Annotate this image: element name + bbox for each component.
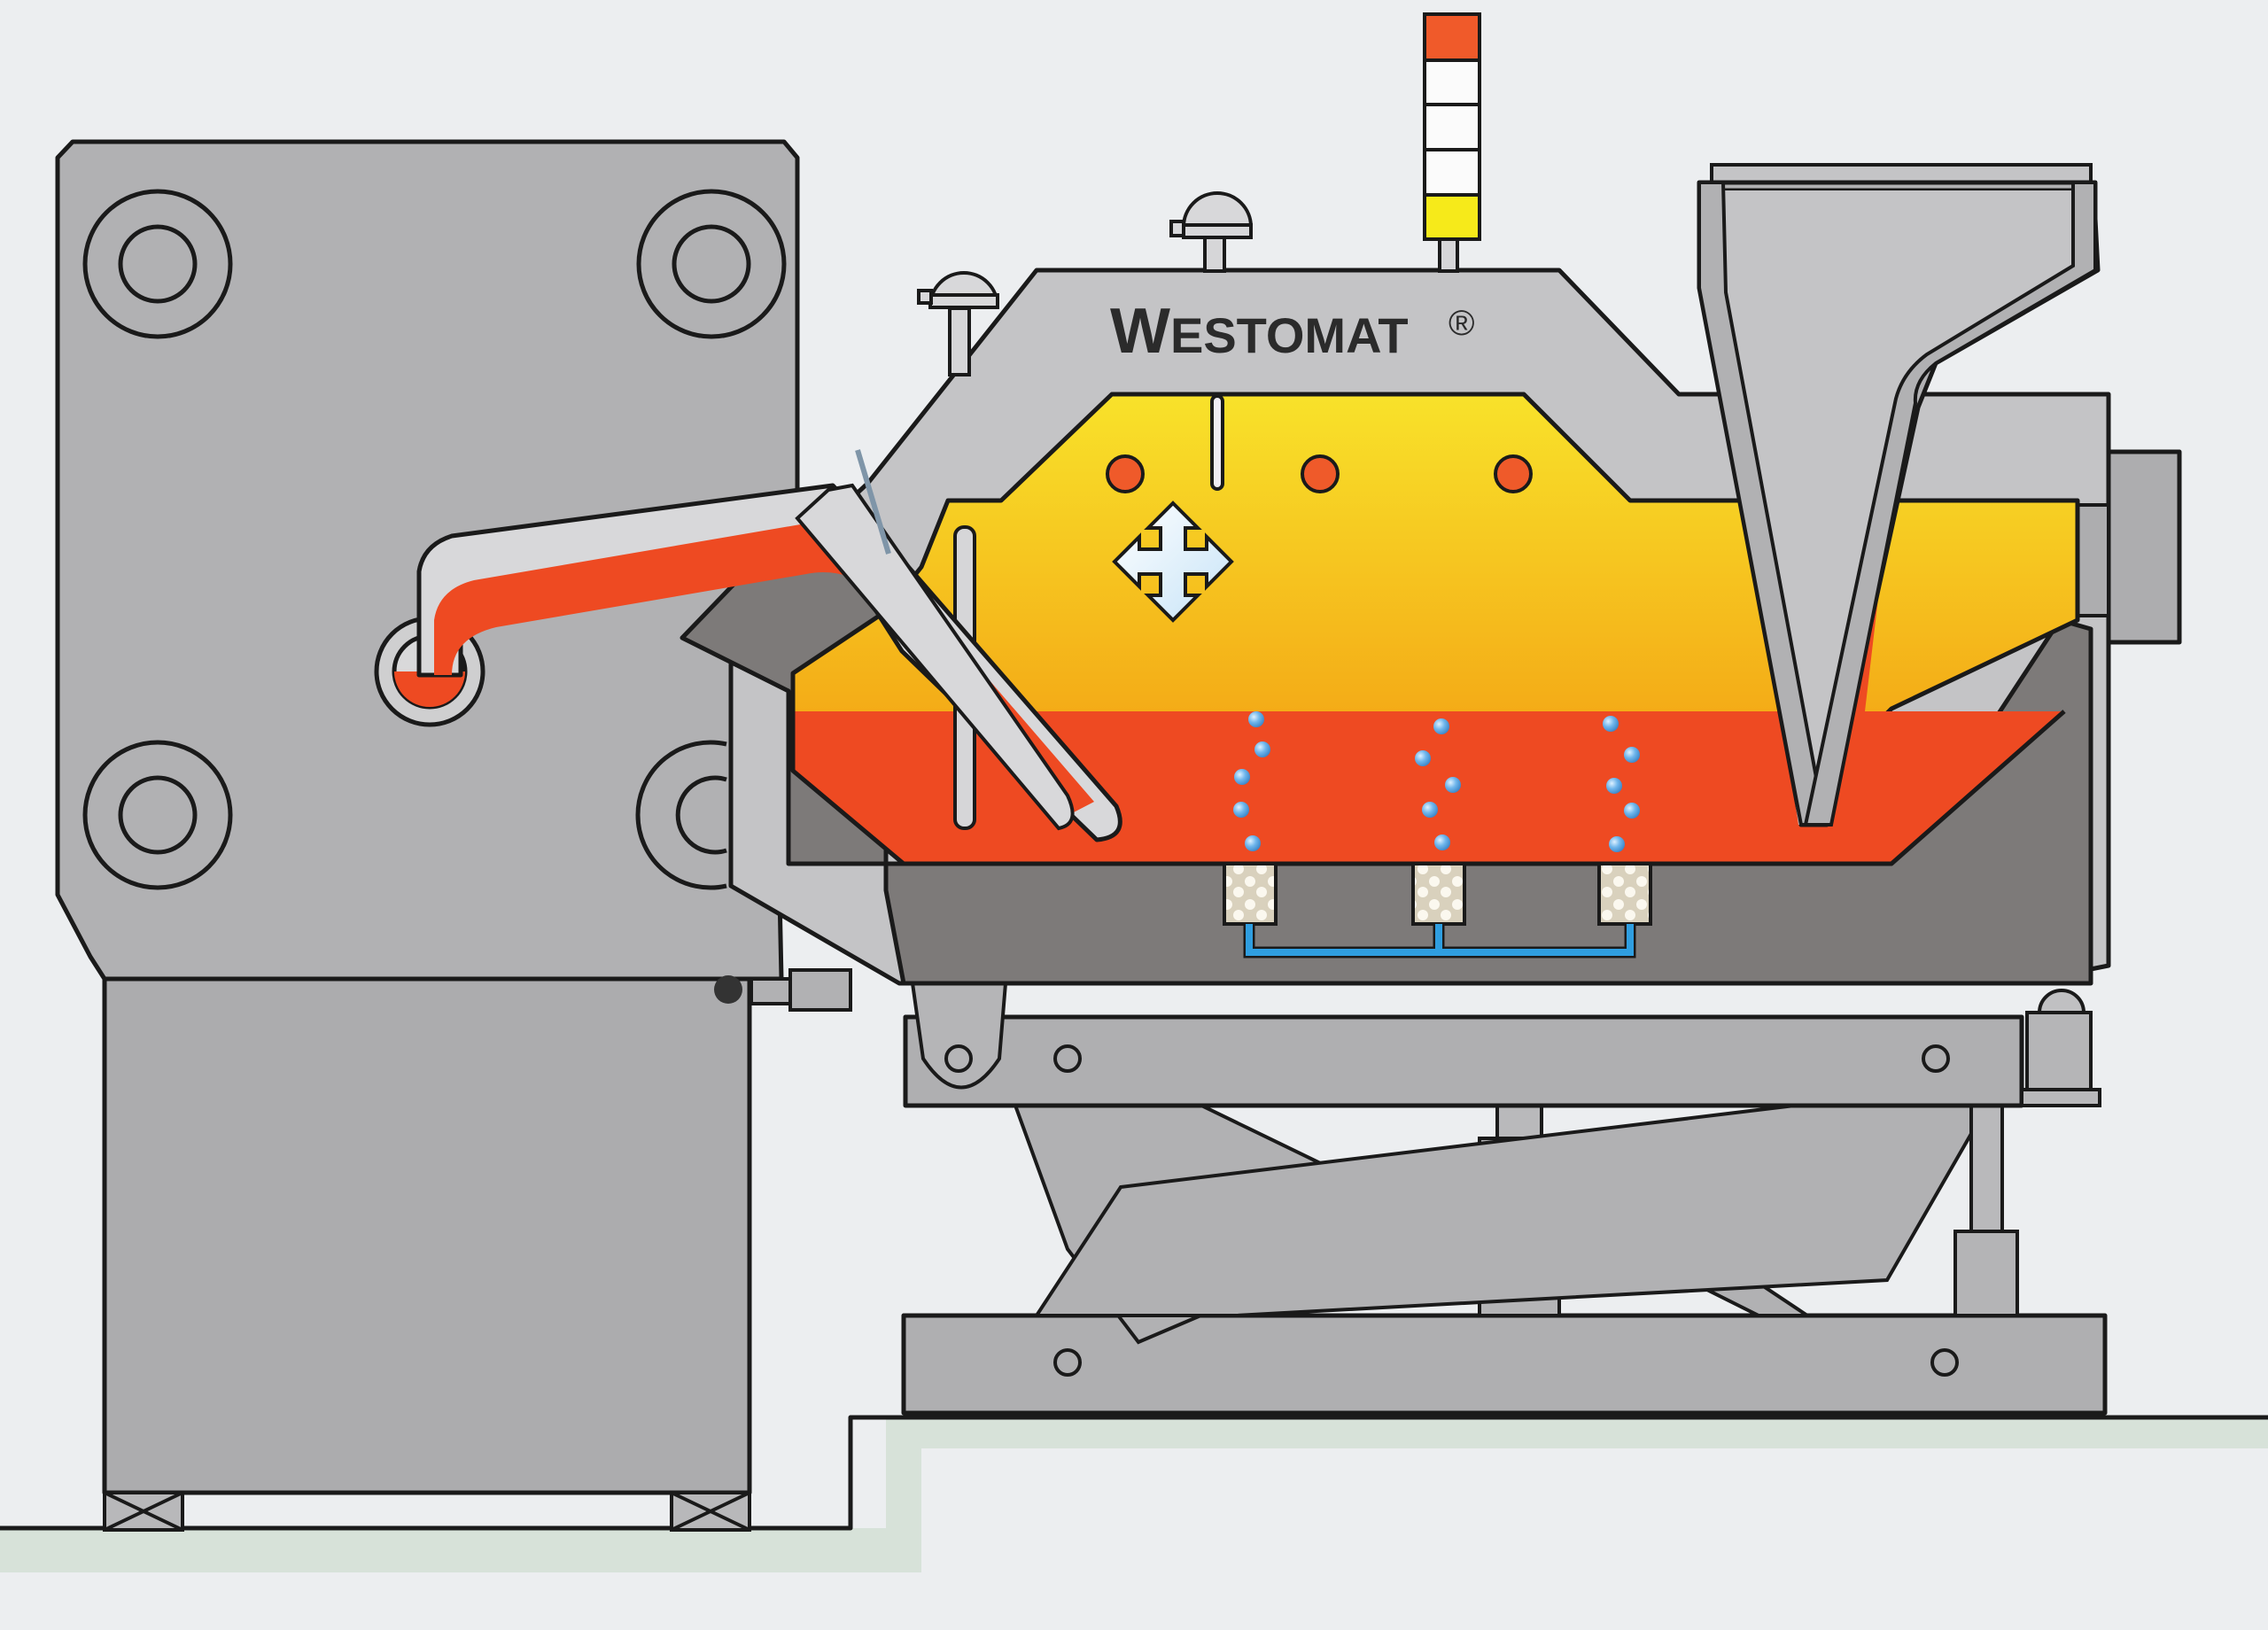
furnace-end-cap <box>2106 449 2182 645</box>
hopper-lid <box>1710 163 2093 184</box>
right-support-post <box>2020 989 2101 1107</box>
bubble <box>1445 777 1461 793</box>
dosing-launder <box>416 449 1122 842</box>
floor-step-fill <box>0 1417 2268 1572</box>
heater-port-1 <box>1106 454 1145 493</box>
signal-light-white-3 <box>1423 148 1481 197</box>
signal-light-yellow <box>1423 193 1481 241</box>
bubble <box>1245 835 1261 851</box>
feed-hopper <box>1697 163 2101 827</box>
heater-port-3 <box>1494 454 1533 493</box>
move-arrows-icon <box>1112 501 1234 623</box>
bolt-top-right <box>636 189 787 339</box>
launder-molten-flow <box>434 522 1094 813</box>
registered-mark: ® <box>1449 304 1474 343</box>
casting-machine <box>55 139 800 1532</box>
scissor-lift <box>901 982 2108 1416</box>
level-sensor-rod <box>1210 394 1224 491</box>
brand-name: ESTOMAT <box>1170 307 1409 363</box>
casting-machine-lower-body <box>102 976 752 1495</box>
bolt-top-left <box>82 189 233 339</box>
porous-plug-1 <box>1223 862 1278 926</box>
gas-bubbles <box>1233 711 1640 852</box>
pivot-point <box>714 975 742 1004</box>
bubble <box>1415 750 1431 766</box>
heater-port-2 <box>1301 454 1340 493</box>
hopper-right-wall <box>1803 181 2097 827</box>
lift-base-plate <box>901 1313 2108 1416</box>
signal-light-white-1 <box>1423 58 1481 106</box>
bubble <box>1254 741 1270 757</box>
bubble <box>1609 836 1625 852</box>
bolt-bottom-left <box>82 740 233 890</box>
bolt-bottom-right <box>635 740 727 890</box>
bubble <box>1603 716 1619 732</box>
porous-plug-2 <box>1411 862 1466 926</box>
dosing-tube-inlet <box>795 483 1075 831</box>
bubble <box>1422 802 1438 818</box>
bubble <box>1606 778 1622 794</box>
bubble <box>1624 803 1640 819</box>
pivot-lug <box>910 982 1008 1090</box>
lift-top-plate <box>903 1014 2024 1108</box>
signal-light-red <box>1423 12 1481 62</box>
brand-label: WESTOMAT <box>1110 296 1409 367</box>
dosing-sensor-wire <box>855 449 891 555</box>
bubble <box>1434 834 1450 850</box>
bubble <box>1233 802 1249 818</box>
pressure-gauge-left <box>917 271 1000 376</box>
bubble <box>1624 747 1640 763</box>
machine-foot-right <box>670 1491 751 1532</box>
bubble <box>1248 711 1264 727</box>
bubble <box>1433 718 1449 734</box>
floor-line <box>0 1415 2268 1531</box>
tilt-hinge <box>714 968 852 1012</box>
signal-light-white-2 <box>1423 103 1481 151</box>
tilt-cylinder-body <box>1953 1230 2019 1317</box>
brand-initial: W <box>1110 296 1170 367</box>
pressure-gauge-right <box>1169 191 1254 273</box>
porous-plug-3 <box>1597 862 1652 926</box>
signal-tower <box>1423 12 1481 273</box>
bubble <box>1234 769 1250 785</box>
floor <box>0 1415 2268 1572</box>
machine-foot-left <box>103 1491 184 1532</box>
tilt-cylinder-rod <box>1969 1101 2004 1238</box>
